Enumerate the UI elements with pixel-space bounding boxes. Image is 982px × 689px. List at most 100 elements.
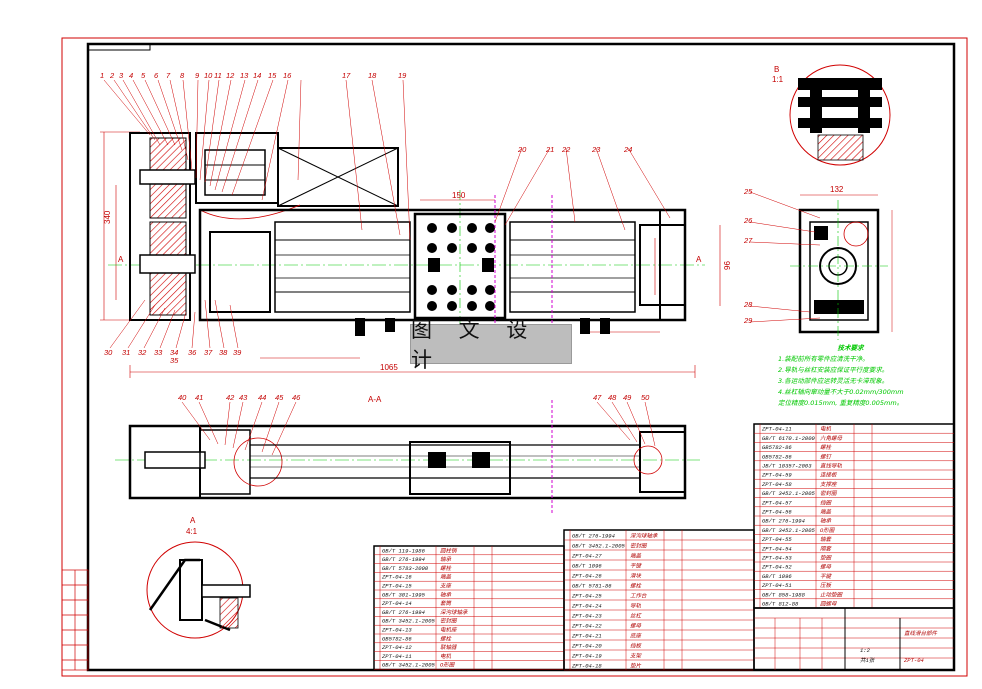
bom-code: GB/T 812-88 <box>762 601 799 608</box>
svg-text:29: 29 <box>743 316 753 325</box>
bom-name: 螺栓 <box>630 583 643 590</box>
bom-name: 支架 <box>630 653 643 660</box>
svg-text:33: 33 <box>154 348 163 357</box>
svg-text:10: 10 <box>204 71 213 80</box>
bom-name: 端盖 <box>630 553 642 560</box>
svg-text:1: 1 <box>100 71 104 80</box>
bom-name: 底座 <box>630 633 643 640</box>
bom-name: 工作台 <box>630 593 647 600</box>
svg-text:150: 150 <box>452 191 466 200</box>
bom-name: 滑块 <box>630 573 642 580</box>
bom-code: ZPT-04-11 <box>381 653 412 660</box>
svg-text:132: 132 <box>830 185 844 194</box>
bom-name: 连接板 <box>820 472 838 479</box>
bom-code: GB/T 276-1994 <box>382 609 425 616</box>
svg-text:4: 4 <box>129 71 133 80</box>
bom-code: ZPT-04-20 <box>571 643 602 650</box>
bom-name: 导轨 <box>630 603 642 610</box>
bom-name: 轴承 <box>440 591 452 598</box>
svg-text:15: 15 <box>268 71 277 80</box>
bom-name: 丝杠 <box>630 613 643 620</box>
svg-text:34: 34 <box>170 348 178 357</box>
bom-name: 电机 <box>440 653 452 660</box>
bom-code: ZPT-04-53 <box>761 555 792 562</box>
svg-text:46: 46 <box>292 393 301 402</box>
svg-text:18: 18 <box>368 71 377 80</box>
bom-code: ZPT-04-59 <box>761 472 792 479</box>
svg-text:340: 340 <box>103 210 112 224</box>
title-block-scale: 1:2 <box>860 647 871 654</box>
bom-name: 螺母 <box>630 623 642 630</box>
svg-text:19: 19 <box>398 71 407 80</box>
balloons-section: 40 41 42 43 44 45 46 47 48 49 50 <box>178 393 650 402</box>
svg-text:30: 30 <box>104 348 113 357</box>
side-view <box>749 191 893 340</box>
title-block: 直线滑台部件 ZPT-04 1:2 共1张 <box>753 607 955 671</box>
bom-name: 螺母 <box>820 564 832 571</box>
bom-code: ZPT-04-56 <box>761 509 792 516</box>
bom-code: GB/T 3452.1-2005 <box>572 543 626 550</box>
svg-text:41: 41 <box>195 393 203 402</box>
bom-name: 端盖 <box>820 509 832 516</box>
binding-strip <box>61 569 89 671</box>
svg-text:23: 23 <box>591 145 601 154</box>
bom-name: 支座 <box>440 583 453 590</box>
front-view <box>100 79 721 378</box>
svg-text:13: 13 <box>240 71 249 80</box>
svg-text:8: 8 <box>180 71 185 80</box>
bom-code: ZPT-04-26 <box>571 573 602 580</box>
bom-code: ZPT-04-21 <box>571 633 602 640</box>
bom-code: ZPT-04-55 <box>761 536 792 543</box>
bom-code: GB/T 1096 <box>762 573 792 580</box>
bom-name: 套筒 <box>440 600 453 607</box>
title-block-sheet: 共1张 <box>860 657 876 664</box>
corner-tab <box>87 43 151 51</box>
detail-a-view <box>146 541 251 639</box>
bom-name: 密封圈 <box>440 618 458 625</box>
bom-name: O形圈 <box>820 527 836 534</box>
bom-code: ZPT-04-19 <box>571 653 602 660</box>
bom-code: ZPT-04-24 <box>571 603 602 610</box>
bom-code: ZPT-04-16 <box>381 574 412 581</box>
bom-name: 压板 <box>820 582 833 589</box>
detail-a-label: A <box>190 516 196 525</box>
bom-code: ZPT-04-13 <box>381 627 412 634</box>
svg-text:16: 16 <box>283 71 292 80</box>
bom-name: 垫片 <box>630 663 642 670</box>
svg-text:48: 48 <box>608 393 617 402</box>
bom-code: GB/T 1096 <box>572 563 602 570</box>
section-aa-view <box>115 400 700 515</box>
bom-code: ZPT-04-15 <box>381 583 412 590</box>
dimension-texts: 1065 150 340 96 A A <box>103 191 732 372</box>
bom-name: 深沟球轴承 <box>630 533 658 540</box>
bom-code: ZPT-04-25 <box>571 593 602 600</box>
bom-code: ZPT-04-54 <box>761 545 792 552</box>
svg-text:38: 38 <box>219 348 228 357</box>
bom-name: 隔套 <box>820 545 833 552</box>
svg-text:12: 12 <box>226 71 235 80</box>
svg-text:7: 7 <box>166 71 171 80</box>
svg-text:43: 43 <box>239 393 248 402</box>
title-block-drawing-no: ZPT-04 <box>903 657 924 664</box>
bom-code: ZPT-04-11 <box>761 426 792 433</box>
svg-text:39: 39 <box>233 348 242 357</box>
watermark: 图 文 设 计 <box>410 318 572 372</box>
svg-text:2: 2 <box>109 71 115 80</box>
note-line: 4.丝杠轴向窜动量不大于0.02mm/300mm <box>778 388 904 396</box>
svg-text:35: 35 <box>170 356 179 365</box>
bom-name: 直线导轨 <box>820 463 843 470</box>
svg-text:A: A <box>118 255 124 264</box>
svg-text:47: 47 <box>593 393 602 402</box>
bom-code: GB/T 276-1994 <box>572 533 615 540</box>
bom-name: O形圈 <box>440 662 456 669</box>
svg-text:32: 32 <box>138 348 147 357</box>
bom-code: ZPT-04-51 <box>761 582 792 589</box>
outer-border <box>61 37 968 677</box>
bom-code: GB/T 276-1994 <box>762 518 805 525</box>
svg-text:50: 50 <box>641 393 650 402</box>
svg-text:36: 36 <box>188 348 197 357</box>
svg-text:49: 49 <box>623 393 632 402</box>
